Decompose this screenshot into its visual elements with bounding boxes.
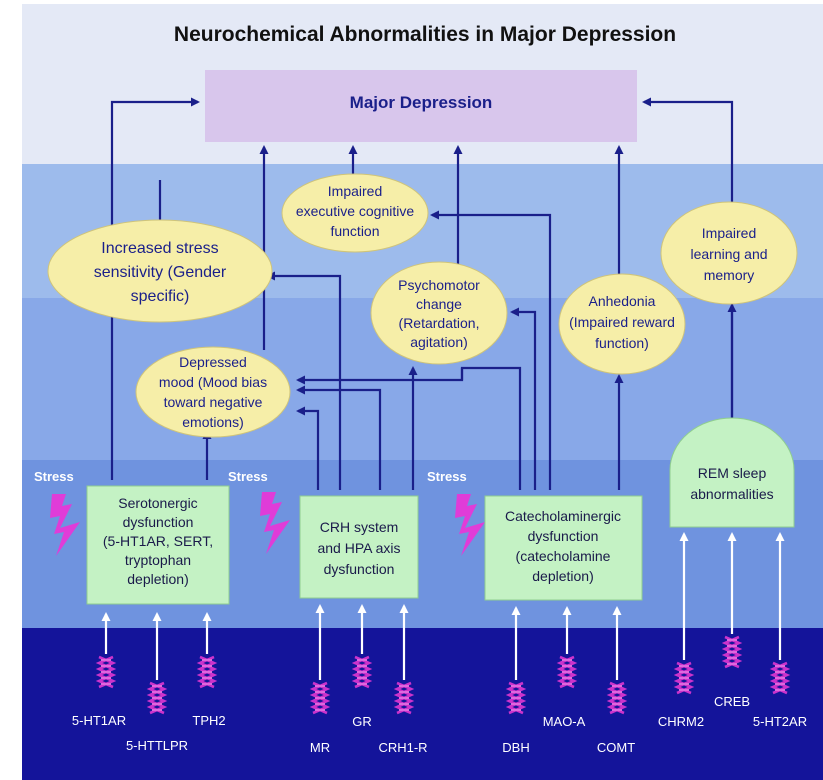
arrow-crh-to-mood-1 [296, 406, 320, 490]
gene-comt: COMT [597, 740, 635, 755]
serotonergic-line-3: (5-HT1AR, SERT, [103, 533, 213, 549]
anhedonia-line-2: (Impaired reward [569, 314, 675, 330]
gene-tph2: TPH2 [192, 713, 225, 728]
serotonergic-line-1: Serotonergic [118, 495, 197, 511]
gene-mr: MR [310, 740, 330, 755]
learning-line-3: memory [704, 267, 755, 283]
mood-line-1: Depressed [179, 354, 247, 370]
gene-chrm2: CHRM2 [658, 714, 704, 729]
stress-sens-line-1: Increased stress [101, 240, 218, 257]
executive-line-1: Impaired [328, 183, 382, 199]
box-serotonergic: Serotonergic dysfunction (5-HT1AR, SERT,… [86, 485, 230, 605]
cat-line-3: (catecholamine [516, 548, 611, 564]
gene-5ht1ar: 5-HT1AR [72, 713, 126, 728]
gene-dbh: DBH [502, 740, 529, 755]
gene-crh1r: CRH1-R [378, 740, 427, 755]
arrow-serotonergic-to-depression [110, 97, 200, 480]
anhedonia-line-1: Anhedonia [589, 293, 656, 309]
executive-line-2: executive cognitive [296, 203, 415, 219]
stress-label-3: Stress [427, 469, 467, 484]
gene-gr: GR [352, 714, 372, 729]
arrow-cat-to-mood-b [296, 368, 464, 385]
crh-line-2: and HPA axis [317, 540, 400, 556]
serotonergic-line-5: depletion) [127, 571, 189, 587]
learning-line-2: learning and [690, 246, 767, 262]
ellipse-stress-sensitivity: Increased stress sensitivity (Gender spe… [47, 219, 273, 323]
arrow-cat-to-psychomotor [510, 307, 537, 490]
rem-line-2: abnormalities [690, 486, 773, 502]
ellipse-learning: Impaired learning and memory [660, 201, 798, 305]
arrow-cat-to-executive [430, 210, 552, 490]
rem-line-1: REM sleep [698, 465, 767, 481]
arrow-crh-to-mood-2 [296, 385, 382, 490]
box-rem: REM sleep abnormalities [669, 417, 795, 528]
major-depression-label: Major Depression [350, 93, 493, 112]
learning-line-1: Impaired [702, 225, 756, 241]
ellipse-executive: Impaired executive cognitive function [281, 173, 429, 253]
stress-label-2: Stress [228, 469, 268, 484]
stress-sens-line-3: specific) [131, 288, 190, 305]
ellipse-anhedonia: Anhedonia (Impaired reward function) [558, 273, 686, 375]
gene-5ht2ar: 5-HT2AR [753, 714, 807, 729]
gene-creb: CREB [714, 694, 750, 709]
box-catecholaminergic: Catecholaminergic dysfunction (catechola… [484, 495, 643, 601]
cat-line-2: dysfunction [528, 528, 599, 544]
diagram-title: Neurochemical Abnormalities in Major Dep… [174, 23, 676, 46]
crh-line-1: CRH system [320, 519, 399, 535]
gene-5httlpr: 5-HTTLPR [126, 738, 188, 753]
stress-label-1: Stress [34, 469, 74, 484]
anhedonia-line-3: function) [595, 335, 649, 351]
psychomotor-line-2: change [416, 296, 462, 312]
cat-line-4: depletion) [532, 568, 594, 584]
mood-line-3: toward negative [164, 394, 263, 410]
box-crh: CRH system and HPA axis dysfunction [299, 495, 419, 599]
serotonergic-line-2: dysfunction [123, 514, 194, 530]
arrow-crh-to-stress-sensitivity [266, 271, 342, 490]
serotonergic-line-4: tryptophan [125, 552, 191, 568]
ellipse-mood: Depressed mood (Mood bias toward negativ… [135, 346, 291, 438]
gene-maoa: MAO-A [543, 714, 586, 729]
crh-line-3: dysfunction [324, 561, 395, 577]
major-depression-box [205, 70, 637, 142]
mood-line-4: emotions) [182, 414, 243, 430]
executive-line-3: function [330, 223, 379, 239]
psychomotor-line-4: agitation) [410, 334, 468, 350]
psychomotor-line-3: (Retardation, [399, 315, 480, 331]
stress-sens-line-2: sensitivity (Gender [94, 264, 227, 281]
cat-line-1: Catecholaminergic [505, 508, 621, 524]
psychomotor-line-1: Psychomotor [398, 277, 480, 293]
band-bottom [22, 628, 823, 780]
mood-line-2: mood (Mood bias [159, 374, 267, 390]
ellipse-psychomotor: Psychomotor change (Retardation, agitati… [370, 261, 508, 365]
